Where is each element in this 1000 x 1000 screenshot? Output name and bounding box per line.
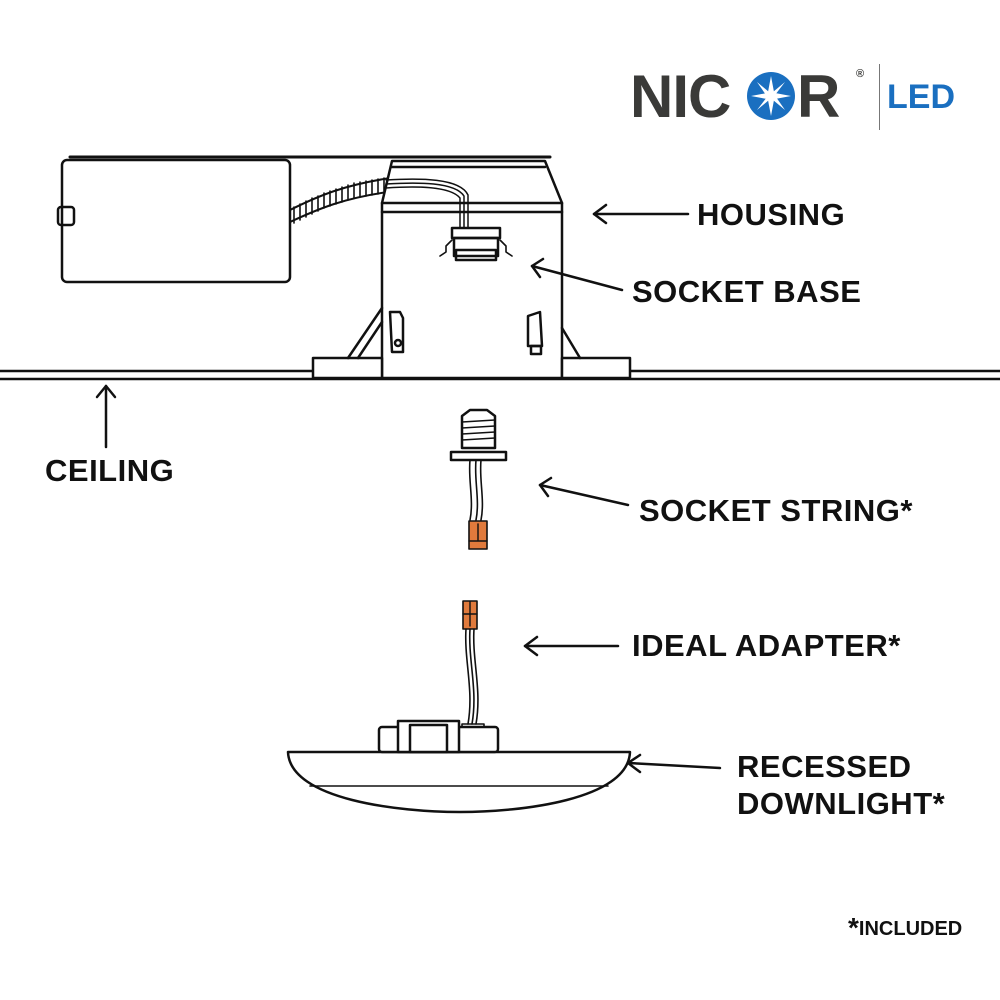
logo-product: LED	[887, 78, 955, 116]
ideal-adapter-arrow	[523, 635, 620, 657]
label-socket-base: SOCKET BASE	[632, 274, 862, 309]
socket-base-arrow	[530, 257, 624, 292]
recessed-downlight	[286, 719, 632, 814]
ceiling-arrow	[95, 384, 117, 449]
footnote-asterisk: *	[848, 912, 859, 943]
label-ideal-adapter: IDEAL ADAPTER*	[632, 628, 901, 663]
label-recessed-downlight: RECESSED DOWNLIGHT*	[737, 748, 945, 822]
footnote-included: *INCLUDED	[848, 912, 962, 944]
label-socket-string: SOCKET STRING*	[639, 493, 913, 528]
footnote-text: INCLUDED	[858, 918, 963, 940]
socket-string-arrow	[538, 476, 630, 507]
label-ceiling: CEILING	[45, 453, 175, 488]
recessed-downlight-arrow	[626, 753, 722, 774]
housing-can	[311, 159, 632, 380]
ideal-adapter	[461, 600, 485, 730]
arrows	[95, 203, 722, 774]
logo-divider	[879, 64, 880, 130]
registered-mark: ®	[856, 68, 865, 80]
logo-brand-suffix: R	[797, 63, 841, 130]
flex-conduit	[289, 177, 391, 224]
housing-arrow	[592, 203, 690, 225]
socket-string	[449, 408, 508, 550]
label-housing: HOUSING	[697, 197, 846, 232]
label-downlight: DOWNLIGHT*	[737, 786, 946, 822]
label-recessed: RECESSED	[737, 749, 912, 784]
logo-brand-prefix: NIC	[630, 63, 731, 130]
socket-base	[385, 178, 513, 262]
